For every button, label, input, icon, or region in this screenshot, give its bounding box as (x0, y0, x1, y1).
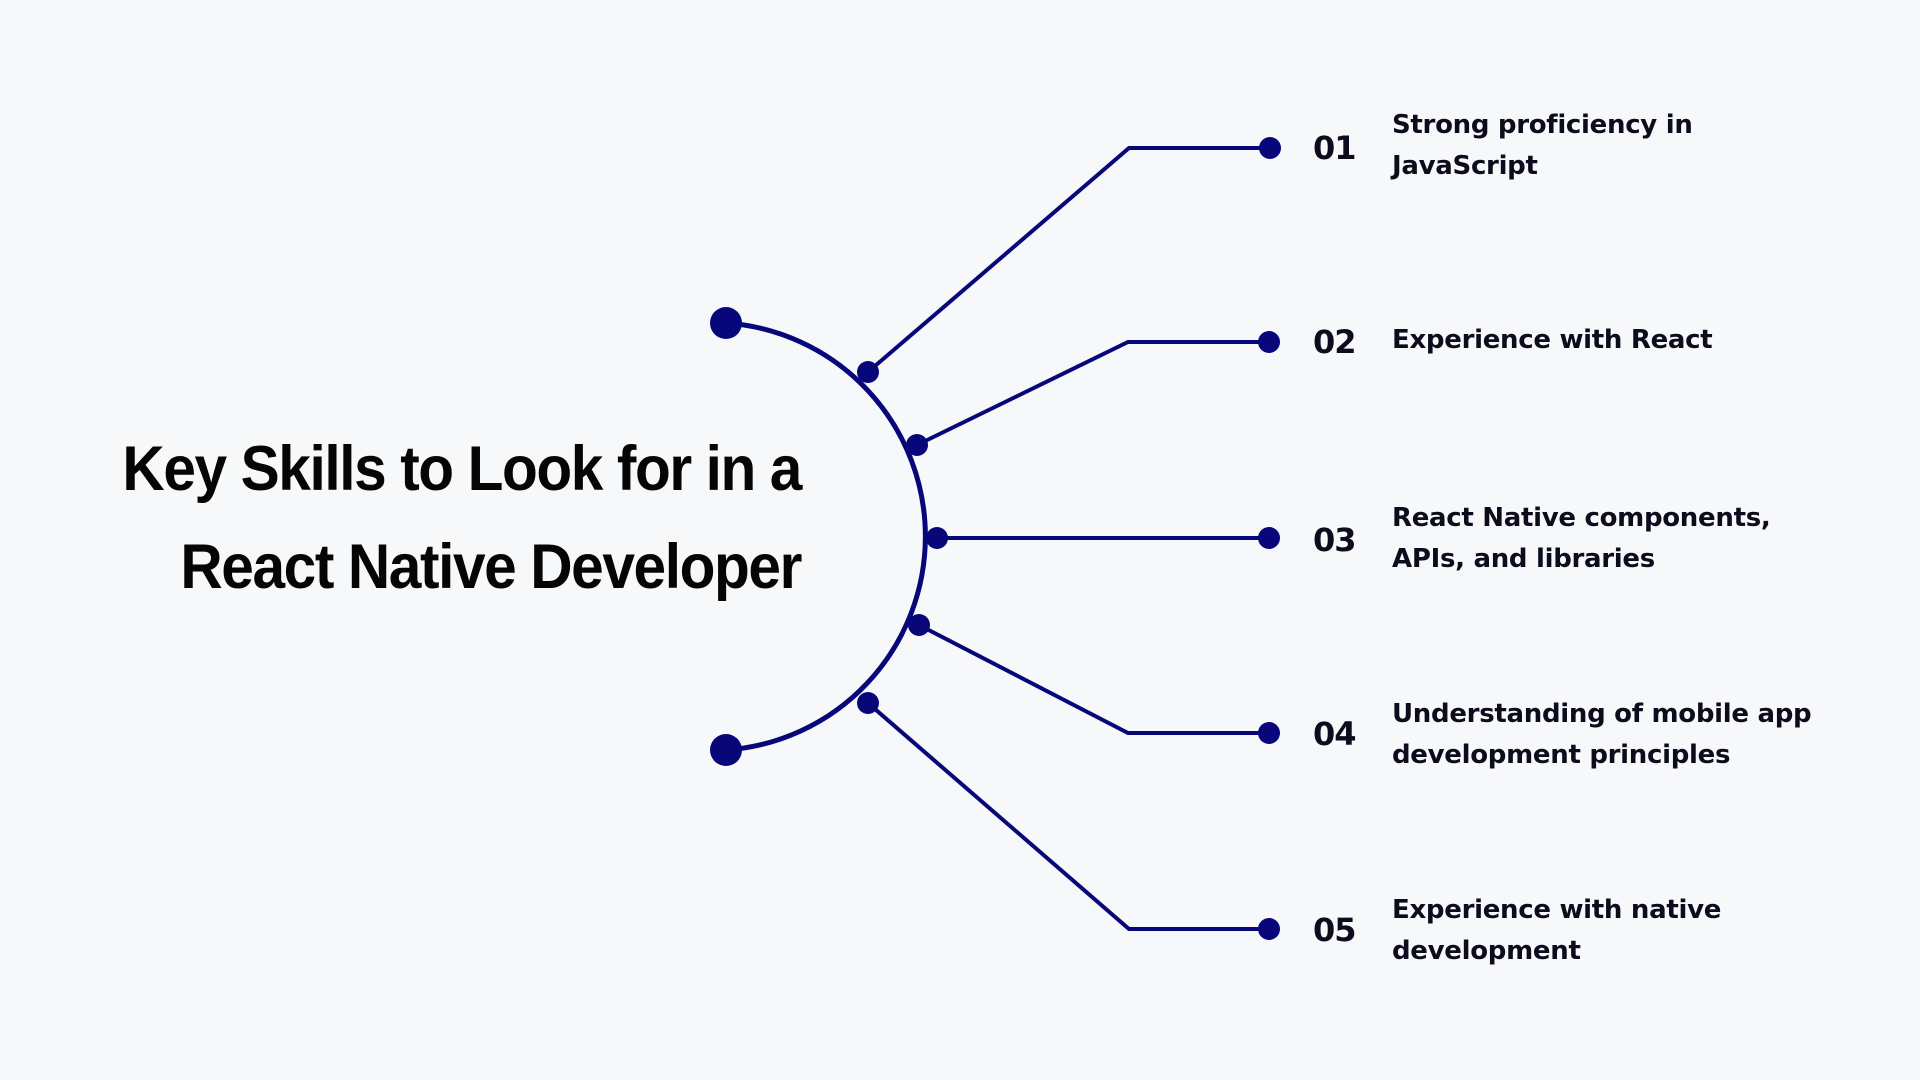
item-number: 03 (1313, 521, 1357, 559)
item-label: Experience with native development (1392, 890, 1892, 972)
item-label-line: APIs, and libraries (1392, 544, 1655, 574)
title-line-2: React Native Developer (180, 532, 802, 602)
arc-node-dot-01 (857, 361, 879, 383)
item-label-line: Experience with React (1392, 325, 1713, 355)
item-label-line: Understanding of mobile app (1392, 699, 1812, 729)
item-number: 05 (1313, 911, 1357, 949)
item-label-line: Strong proficiency in (1392, 110, 1693, 140)
connector-line-01 (866, 146, 1270, 374)
arc-node-dot-04 (908, 614, 930, 636)
end-dot-01 (1259, 137, 1281, 159)
main-arc (725, 320, 928, 753)
page-title: Key Skills to Look for in a React Native… (57, 420, 802, 616)
item-label-line: React Native components, (1392, 503, 1771, 533)
item-label-line: Experience with native (1392, 895, 1722, 925)
item-number: 01 (1313, 129, 1357, 167)
arc-node-dot-02 (906, 434, 928, 456)
item-label-line: JavaScript (1392, 151, 1538, 181)
connector-line-05 (866, 701, 1269, 931)
item-end-dots (1258, 137, 1281, 940)
item-number: 02 (1313, 323, 1357, 361)
connector-line-04 (918, 623, 1269, 735)
item-number: 04 (1313, 715, 1357, 753)
arc-node-dot-05 (857, 692, 879, 714)
end-dot-02 (1258, 331, 1280, 353)
end-dot-04 (1258, 722, 1280, 744)
end-dot-03 (1258, 527, 1280, 549)
item-label-line: development principles (1392, 740, 1731, 770)
item-label: React Native components, APIs, and libra… (1392, 498, 1892, 580)
arc-node-dots (857, 361, 948, 714)
arc-node-dot-03 (926, 527, 948, 549)
connector-line-02 (916, 340, 1269, 447)
arc-top-endpoint-dot (710, 307, 742, 339)
item-label: Experience with React (1392, 320, 1892, 361)
item-label: Strong proficiency in JavaScript (1392, 105, 1892, 187)
title-line-1: Key Skills to Look for in a (122, 434, 802, 504)
item-label: Understanding of mobile app development … (1392, 694, 1892, 776)
end-dot-05 (1258, 918, 1280, 940)
item-label-line: development (1392, 936, 1581, 966)
arc-bottom-endpoint-dot (710, 734, 742, 766)
connector-lines (866, 146, 1270, 931)
